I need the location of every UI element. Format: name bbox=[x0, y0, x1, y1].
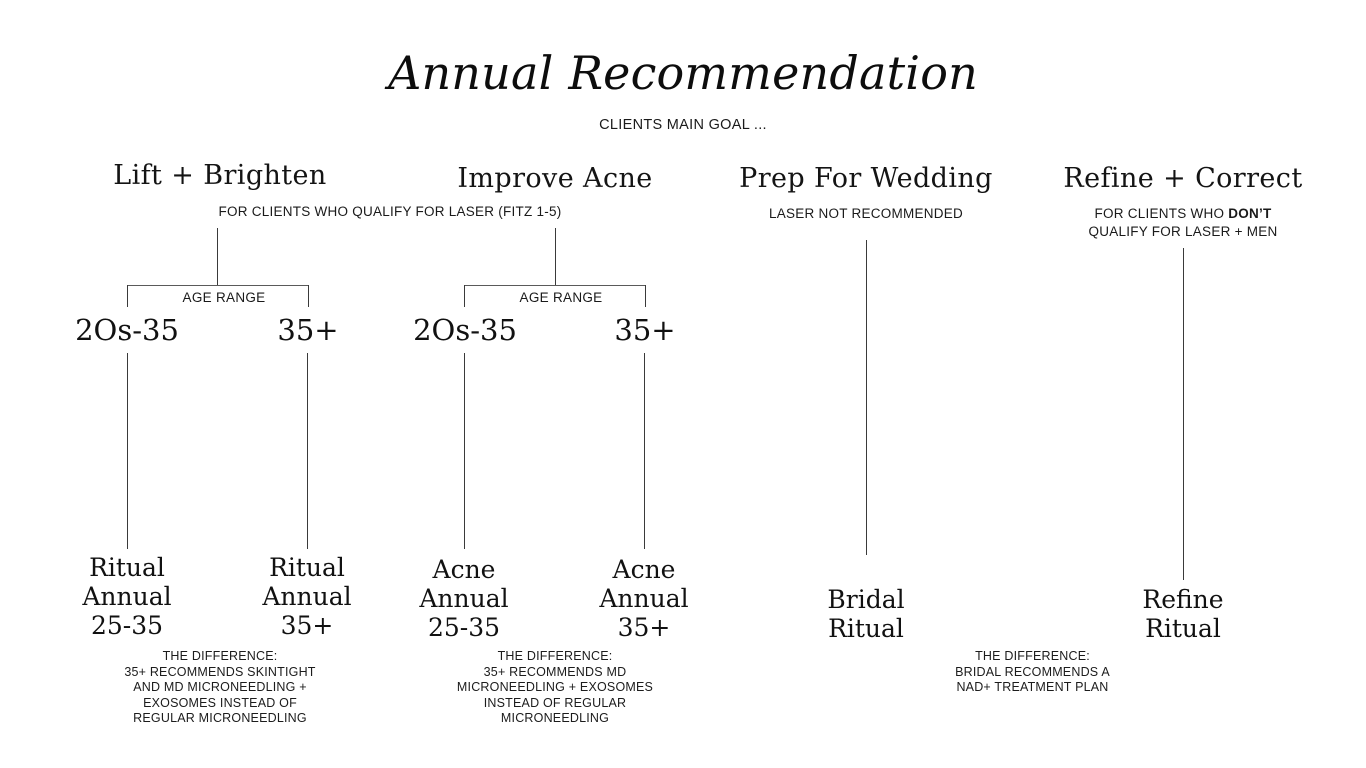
difference-note-line: THE DIFFERENCE: bbox=[497, 649, 613, 663]
age-value-col1-branch2: 35+ bbox=[277, 313, 339, 347]
note-text-bold: DON’T bbox=[1228, 206, 1272, 221]
laser-qualification-note: FOR CLIENTS WHO QUALIFY FOR LASER (FITZ … bbox=[218, 204, 562, 219]
bracket-tick-right-col2 bbox=[645, 285, 646, 307]
age-value-col1-branch1: 2Os-35 bbox=[75, 313, 179, 347]
refine-correct-note-line2: QUALIFY FOR LASER + MEN bbox=[1088, 223, 1278, 239]
connector-stem-col1 bbox=[217, 228, 218, 286]
column-heading-prep-for-wedding: Prep For Wedding bbox=[739, 163, 993, 194]
leaf-line: 25-35 bbox=[427, 613, 501, 642]
column-heading-lift-brighten: Lift + Brighten bbox=[113, 160, 327, 191]
age-range-label-col2: AGE RANGE bbox=[495, 290, 627, 305]
connector-branch1-col4 bbox=[1183, 248, 1184, 580]
difference-note-line: MICRONEEDLING bbox=[500, 711, 610, 725]
leaf-line: Annual bbox=[82, 582, 172, 611]
leaf-line: 35+ bbox=[280, 611, 334, 640]
difference-note-line: THE DIFFERENCE: bbox=[162, 649, 278, 663]
leaf-line: Annual bbox=[262, 582, 352, 611]
leaf-line: Ritual bbox=[269, 553, 345, 582]
leaf-line: 35+ bbox=[617, 613, 671, 642]
bracket-top-col2 bbox=[464, 285, 646, 286]
column-heading-improve-acne: Improve Acne bbox=[457, 163, 653, 194]
connector-branch2-col1 bbox=[307, 353, 308, 549]
difference-note-line: THE DIFFERENCE: bbox=[975, 649, 1090, 663]
leaf-line: Acne bbox=[612, 555, 676, 584]
connector-branch1-col2 bbox=[464, 353, 465, 549]
leaf-node-acne-annual-25-35: Acne Annual 25-35 bbox=[384, 555, 544, 642]
leaf-line: Annual bbox=[419, 584, 509, 613]
difference-note-line: 35+ RECOMMENDS MD bbox=[483, 664, 627, 679]
difference-note-col1: THE DIFFERENCE: 35+ RECOMMENDS SKINTIGHT… bbox=[95, 649, 345, 727]
leaf-line: 25-35 bbox=[90, 611, 164, 640]
difference-note-col2: THE DIFFERENCE: 35+ RECOMMENDS MD MICRON… bbox=[430, 649, 680, 727]
difference-note-line: EXOSOMES INSTEAD OF bbox=[143, 695, 297, 710]
leaf-line: Refine bbox=[1142, 585, 1224, 614]
difference-note-line: MICRONEEDLING + EXOSOMES bbox=[456, 680, 654, 694]
difference-note-line: NAD+ TREATMENT PLAN bbox=[956, 680, 1109, 694]
leaf-line: Acne bbox=[432, 555, 496, 584]
bracket-tick-left-col2 bbox=[464, 285, 465, 307]
difference-note-line: INSTEAD OF REGULAR bbox=[483, 695, 627, 710]
difference-note-col3: THE DIFFERENCE: BRIDAL RECOMMENDS A NAD+… bbox=[930, 649, 1135, 696]
page-title: Annual Recommendation bbox=[388, 46, 978, 100]
connector-branch1-col1 bbox=[127, 353, 128, 549]
leaf-node-bridal-ritual: Bridal Ritual bbox=[786, 585, 946, 643]
connector-stem-col2 bbox=[555, 228, 556, 286]
laser-not-recommended-note: LASER NOT RECOMMENDED bbox=[768, 206, 964, 221]
note-text-pre: FOR CLIENTS WHO bbox=[1094, 206, 1229, 221]
leaf-line: Ritual bbox=[1145, 614, 1221, 643]
connector-branch2-col2 bbox=[644, 353, 645, 549]
leaf-line: Ritual bbox=[89, 553, 165, 582]
difference-note-line: 35+ RECOMMENDS SKINTIGHT bbox=[124, 664, 316, 679]
leaf-line: Ritual bbox=[828, 614, 904, 643]
leaf-node-refine-ritual: Refine Ritual bbox=[1103, 585, 1263, 643]
column-heading-refine-correct: Refine + Correct bbox=[1063, 163, 1303, 194]
page-subtitle: CLIENTS MAIN GOAL ... bbox=[599, 117, 767, 133]
age-value-col2-branch2: 35+ bbox=[614, 313, 676, 347]
leaf-node-acne-annual-35-plus: Acne Annual 35+ bbox=[564, 555, 724, 642]
bracket-tick-left-col1 bbox=[127, 285, 128, 307]
leaf-line: Annual bbox=[599, 584, 689, 613]
refine-correct-note: FOR CLIENTS WHO DON’T QUALIFY FOR LASER … bbox=[1023, 205, 1343, 240]
leaf-node-ritual-annual-35-plus: Ritual Annual 35+ bbox=[227, 553, 387, 640]
age-range-label-col1: AGE RANGE bbox=[158, 290, 290, 305]
leaf-node-ritual-annual-25-35: Ritual Annual 25-35 bbox=[47, 553, 207, 640]
difference-note-line: BRIDAL RECOMMENDS A bbox=[955, 664, 1110, 679]
refine-correct-note-line1: FOR CLIENTS WHO DON’T bbox=[1023, 205, 1343, 223]
bracket-tick-right-col1 bbox=[308, 285, 309, 307]
difference-note-line: REGULAR MICRONEEDLING bbox=[133, 711, 307, 725]
leaf-line: Bridal bbox=[827, 585, 905, 614]
age-value-col2-branch1: 2Os-35 bbox=[413, 313, 517, 347]
bracket-top-col1 bbox=[127, 285, 309, 286]
difference-note-line: AND MD MICRONEEDLING + bbox=[133, 680, 307, 694]
connector-branch1-col3 bbox=[866, 240, 867, 555]
